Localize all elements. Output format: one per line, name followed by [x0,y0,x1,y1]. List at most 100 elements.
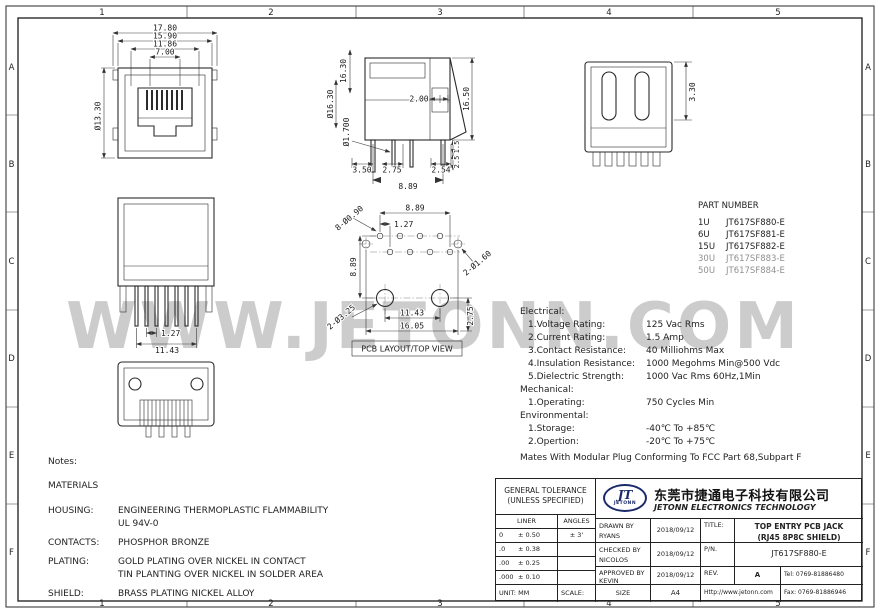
grid-row-label: F [866,548,871,558]
dim-label: 1.5 [453,141,461,154]
part-pn: JT617SF881-E [726,230,785,240]
part-qty: 30U [698,254,716,264]
spec-row: 1.Voltage Rating:125 Vac Rms [520,319,862,332]
spec-footnote: Mates With Modular Plug Conforming To FC… [520,453,802,463]
tolerance-angle [558,543,596,557]
material-row: SHIELD: BRASS PLATING NICKEL ALLOY [48,588,378,601]
spec-label: 1.Storage: [528,424,575,434]
rev-label: REV. [701,567,735,585]
grid-col-label: 2 [268,8,273,18]
spec-label: 2.Current Rating: [528,333,606,343]
spec-row: 5.Dielectric Strength:1000 Vac Rms 60Hz,… [520,371,862,384]
size-value: A4 [651,585,701,602]
title-label: TITLE: [701,519,735,543]
spec-section-title: Electrical: [520,307,565,317]
grid-col-label: 4 [606,8,611,18]
material-label: HOUSING: [48,506,94,516]
material-value: PHOSPHOR BRONZE [118,538,210,548]
grid-row-label: C [865,257,871,267]
dim-label: 15.90 [153,32,177,41]
grid-col-label: 5 [775,8,780,18]
dim-label: 3.30 [688,82,697,101]
grid-col-label: 1 [99,8,104,18]
dim-label: 16.30 [339,59,348,83]
notes-title: Notes: [48,457,78,467]
tolerance-header: GENERAL TOLERANCE (UNLESS SPECIFIED) [496,479,596,515]
dim-label: 11.43 [400,309,424,318]
rev-value: A [735,567,781,585]
dim-label: 8.89 [405,204,424,213]
spec-label: 5.Dielectric Strength: [528,372,625,382]
pn-value: JT617SF880-E [735,543,863,567]
unit-value: MM [518,589,530,597]
spec-label: 4.Insulation Resistance: [528,359,635,369]
specifications: Electrical: 1.Voltage Rating:125 Vac Rms… [520,306,862,465]
spec-row: 2.Current Rating: 1.5 Amp [520,332,862,345]
part-number-row: 6U JT617SF881-E [698,229,785,241]
spec-row: 2.Opertion:-20℃ To +75℃ [520,436,862,449]
material-label: SHIELD: [48,589,84,599]
tolerance-row: .000± 0.10 [496,571,558,585]
material-row: HOUSING: ENGINEERING THERMOPLASTIC FLAMM… [48,505,378,531]
dim-label: 2.75 [466,306,475,325]
fax: Fax: 0769-81886946 [784,589,847,596]
drawn-by-cell: DRAWN BY RYANS [596,519,651,543]
spec-label: 2.Opertion: [528,437,579,447]
front-view: 17.80 15.90 11.86 7.00 Ø13.30 [92,23,218,159]
part-number-title: PART NUMBER [698,201,759,211]
part-pn: JT617SF882-E [726,242,785,252]
spec-value: 1.5 Amp [646,333,684,343]
spec-label: 1.Operating: [528,398,585,408]
spec-row: 3.Contact Resistance:40 Milliohms Max [520,345,862,358]
spec-value: 750 Cycles Min [646,398,715,408]
spec-section-title: Environmental: [520,411,589,421]
grid-col-label: 3 [437,8,442,18]
approved-name: KEVIN [599,577,619,585]
material-value: BRASS PLATING NICKEL ALLOY [118,589,255,599]
spec-value: -40℃ To +85℃ [646,424,716,434]
drawn-name: RYANS [599,532,621,540]
dim-label: 2.75 [382,166,401,175]
drawn-date: 2018/09/12 [651,519,701,543]
approved-by-cell: APPROVED BY KEVIN [596,567,651,585]
spec-row: 4.Insulation Resistance:1000 Megohms Min… [520,358,862,371]
company-name-cn: 东莞市捷通电子科技有限公司 [654,489,830,504]
company-name-en: JETONN ELECTRONICS TECHNOLOGY [654,503,816,512]
dim-label: 1.27 [161,329,180,338]
material-row: PLATING: GOLD PLATING OVER NICKEL IN CON… [48,556,378,582]
grid-row-label: B [9,160,15,170]
rear-view: 1.27 11.43 [117,197,215,356]
title-block: GENERAL TOLERANCE (UNLESS SPECIFIED) LIN… [495,478,863,602]
dim-label: 1.27 [394,220,413,229]
tolerance-angle: ± 3' [558,529,596,543]
company-header: JT JETONN 东莞市捷通电子科技有限公司 JETONN ELECTRONI… [596,479,863,519]
dim-label: 8.89 [398,182,417,191]
dim-label: 2.00 [409,95,428,104]
part-qty: 15U [698,242,716,252]
grid-row-label: A [865,63,871,73]
grid-row-label: D [865,354,872,364]
dim-label: Ø13.30 [93,101,103,130]
dim-label: Ø16.30 [325,89,335,118]
grid-row-label: E [865,451,870,461]
pcb-layout-view: 8.89 1.27 8-Ø0.90 8.89 2-Ø1.60 2-Ø3.25 1… [324,202,494,357]
approved-label: APPROVED BY [599,569,645,577]
dim-label: 7.00 [155,48,174,57]
scale-cell: SCALE: [558,585,596,602]
checked-by-cell: CHECKED BY NICOLOS [596,543,651,567]
logo-jt: JT [617,488,633,502]
dim-label: 16.50 [462,87,471,111]
drawing-title: TOP ENTRY PCB JACK (RJ45 8P8C SHIELD) [735,519,863,543]
checked-date: 2018/09/12 [651,543,701,567]
grid-col-label: 3 [437,599,442,609]
drawn-label: DRAWN BY [599,522,634,530]
size-label: SIZE [596,585,651,602]
part-qty: 6U [698,230,710,240]
website: Http://www.jetonn.com [701,585,781,602]
